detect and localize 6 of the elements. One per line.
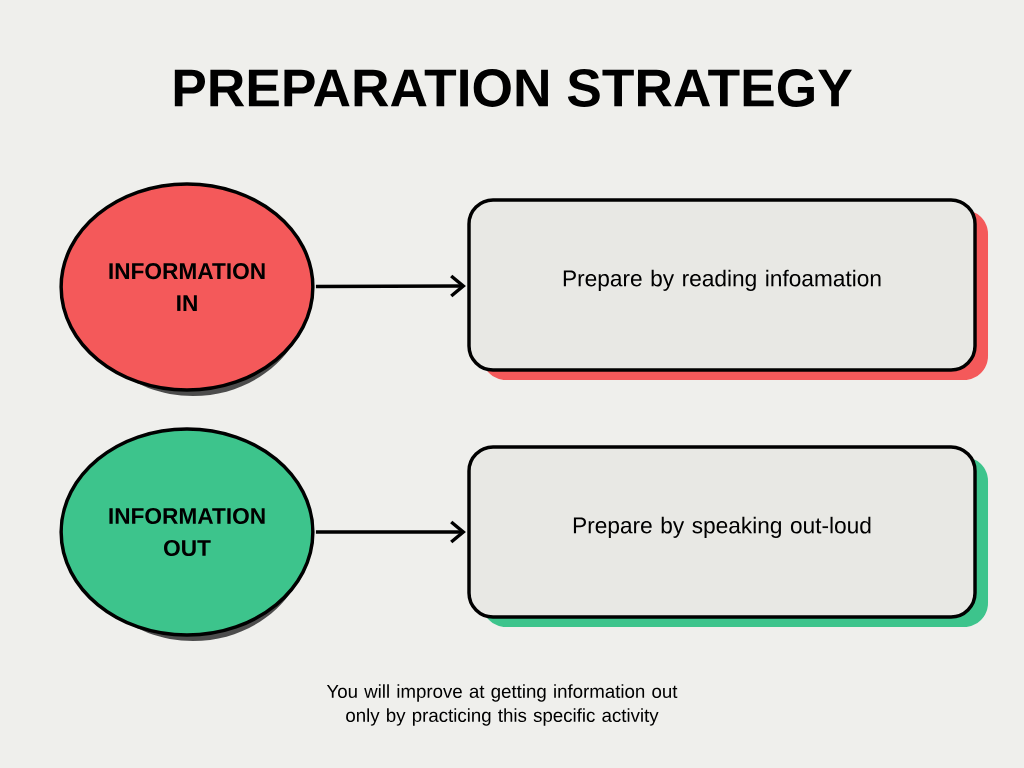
title: PREPARATION STRATEGY <box>174 69 852 107</box>
arrow <box>315 274 466 298</box>
text-box: Prepare by reading infoamation <box>467 198 988 380</box>
arrow <box>315 520 466 544</box>
note: You will improve at getting information out only by practicing this specific activity <box>326 684 678 726</box>
text-box: Prepare by speaking out-loud <box>467 445 988 627</box>
